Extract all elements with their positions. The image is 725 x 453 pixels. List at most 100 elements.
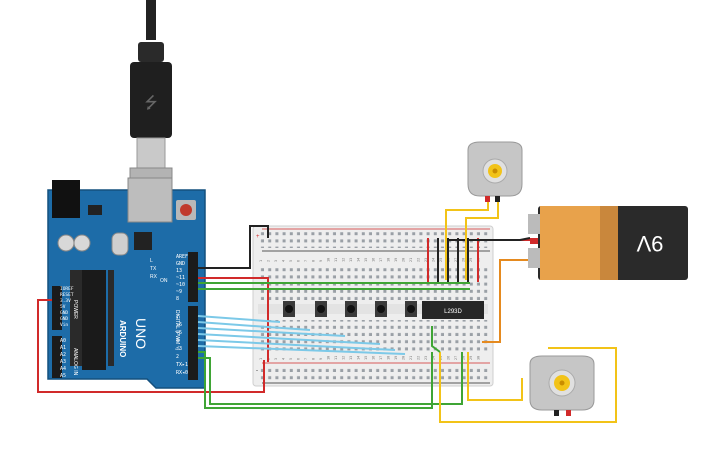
pushbutton[interactable] bbox=[345, 301, 357, 317]
power-pin-label: IOREF bbox=[60, 286, 74, 292]
battery-9v[interactable]: 9V bbox=[528, 206, 688, 280]
column-number-label: 22 bbox=[417, 258, 421, 262]
column-number-label: 29 bbox=[469, 356, 473, 360]
column-number-label: 22 bbox=[417, 356, 421, 360]
analog-pin-label: A4 bbox=[60, 366, 66, 372]
analog-header-title: ANALOG IN bbox=[72, 348, 78, 376]
digital-header-title: DIGITAL (PWM ~) bbox=[174, 310, 180, 350]
digital-pin-label: 2 bbox=[176, 354, 179, 360]
column-number-label: 20 bbox=[402, 258, 406, 262]
column-number-label: 9 bbox=[319, 358, 323, 360]
column-number-label: 5 bbox=[289, 260, 293, 262]
board-brand: ARDUINO bbox=[118, 320, 127, 357]
header-pin-label: 8 bbox=[176, 296, 179, 302]
column-number-label: 1 bbox=[259, 260, 263, 262]
column-number-label: 6 bbox=[297, 260, 301, 262]
column-number-label: 10 bbox=[327, 258, 331, 262]
column-number-label: 21 bbox=[409, 356, 413, 360]
column-number-label: 12 bbox=[342, 356, 346, 360]
digital-pin-label: 4 bbox=[176, 338, 179, 344]
column-number-label: 16 bbox=[372, 258, 376, 262]
analog-pin-label: A3 bbox=[60, 359, 66, 365]
column-number-label: 19 bbox=[394, 258, 398, 262]
digital-pin-label: 7 bbox=[176, 314, 179, 320]
column-number-label: 11 bbox=[334, 258, 338, 262]
header-pin-label: ~10 bbox=[176, 282, 185, 288]
wires[interactable] bbox=[37, 200, 617, 423]
power-header-title: POWER bbox=[72, 300, 78, 319]
column-number-label: 21 bbox=[409, 258, 413, 262]
column-number-label: 23 bbox=[424, 258, 428, 262]
column-number-label: 1 bbox=[259, 358, 263, 360]
dc-motor-top[interactable] bbox=[467, 141, 523, 202]
on-led-label: ON bbox=[160, 278, 168, 284]
analog-pin-label: A1 bbox=[60, 345, 66, 351]
l293d-chip[interactable]: L293D bbox=[422, 301, 484, 319]
rail-plus-label: + bbox=[256, 234, 260, 240]
power-pin-label: RESET bbox=[60, 292, 74, 298]
pushbutton[interactable] bbox=[375, 301, 387, 317]
column-number-label: 28 bbox=[462, 356, 466, 360]
column-number-label: 17 bbox=[379, 356, 383, 360]
column-number-label: 2 bbox=[267, 260, 271, 262]
power-pin-label: 5V bbox=[60, 304, 66, 310]
column-number-label: 20 bbox=[402, 356, 406, 360]
column-number-label: 9 bbox=[319, 260, 323, 262]
header-pin-label: ~9 bbox=[176, 289, 182, 295]
column-number-label: 30 bbox=[477, 356, 481, 360]
column-number-label: 3 bbox=[274, 260, 278, 262]
power-pin-label: GND bbox=[60, 316, 68, 322]
digital-pin-label: TX▸1 bbox=[176, 362, 188, 368]
column-number-label: 13 bbox=[349, 258, 353, 262]
column-number-label: 14 bbox=[357, 356, 361, 360]
header-pin-label: 13 bbox=[176, 268, 182, 274]
column-number-label: 8 bbox=[312, 260, 316, 262]
pushbutton[interactable] bbox=[315, 301, 327, 317]
column-number-label: 24 bbox=[432, 258, 436, 262]
column-number-label: 4 bbox=[282, 358, 286, 360]
column-number-label: 26 bbox=[447, 356, 451, 360]
pushbutton[interactable] bbox=[405, 301, 417, 317]
column-number-label: 19 bbox=[394, 356, 398, 360]
analog-pin-label: A0 bbox=[60, 338, 66, 344]
column-number-label: 6 bbox=[297, 358, 301, 360]
rail-minus-label: - bbox=[256, 368, 258, 374]
header-pin-label: AREF bbox=[176, 254, 188, 260]
column-number-label: 7 bbox=[304, 358, 308, 360]
atmega-chip bbox=[82, 270, 106, 370]
column-number-label: 23 bbox=[424, 356, 428, 360]
column-number-label: 29 bbox=[469, 258, 473, 262]
dc-motor-bottom[interactable] bbox=[529, 355, 595, 416]
led-l-label: L bbox=[150, 258, 153, 264]
column-number-label: 28 bbox=[462, 258, 466, 262]
column-number-label: 5 bbox=[289, 358, 293, 360]
digital-pin-label: ~5 bbox=[176, 330, 182, 336]
arduino-board[interactable]: ARDUINO UNO DIGITAL (PWM ~) POWER ANALOG… bbox=[47, 177, 206, 389]
power-pin-label: Vin bbox=[60, 322, 68, 328]
analog-pin-label: A2 bbox=[60, 352, 66, 358]
column-number-label: 15 bbox=[364, 356, 368, 360]
column-number-label: 25 bbox=[439, 258, 443, 262]
header-pin-label: GND bbox=[176, 261, 185, 267]
column-number-label: 16 bbox=[372, 356, 376, 360]
column-number-label: 3 bbox=[274, 358, 278, 360]
board-model: UNO bbox=[133, 318, 149, 349]
digital-pin-label: ~6 bbox=[176, 322, 182, 328]
header-pin-label: ~11 bbox=[176, 275, 185, 281]
column-number-label: 15 bbox=[364, 258, 368, 262]
column-number-label: 11 bbox=[334, 356, 338, 360]
digital-pin-label: ~3 bbox=[176, 346, 182, 352]
column-number-label: 27 bbox=[454, 258, 458, 262]
analog-pin-label: A5 bbox=[60, 373, 66, 379]
chip-label: L293D bbox=[444, 309, 462, 315]
column-number-label: 18 bbox=[387, 258, 391, 262]
column-number-label: 8 bbox=[312, 358, 316, 360]
column-number-label: 24 bbox=[432, 356, 436, 360]
reset-button[interactable] bbox=[180, 204, 192, 216]
column-number-label: 27 bbox=[454, 356, 458, 360]
power-pin-label: GND bbox=[60, 310, 68, 316]
pushbutton[interactable] bbox=[283, 301, 295, 317]
battery-label: 9V bbox=[636, 231, 663, 256]
led-tx-label: TX bbox=[150, 266, 157, 272]
